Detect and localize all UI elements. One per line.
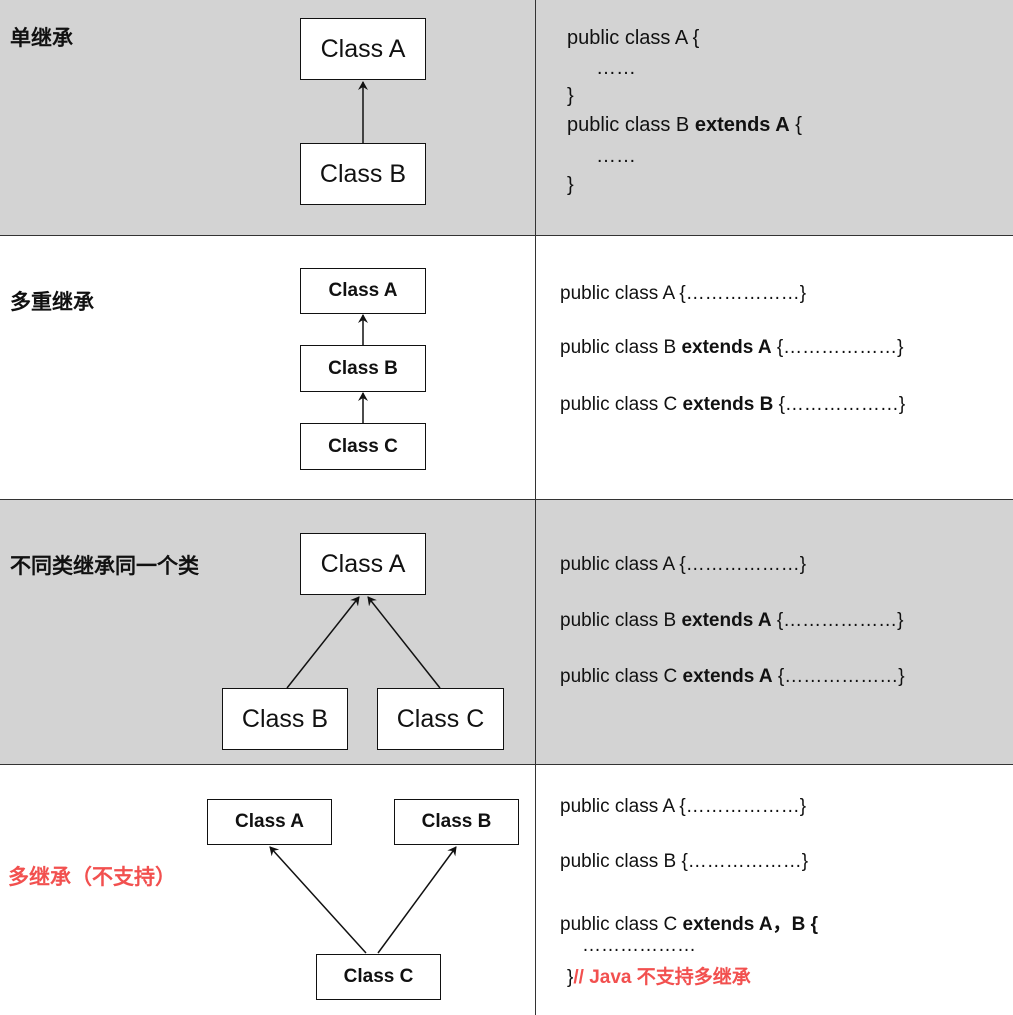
section-single-inheritance-bg: [0, 0, 1013, 236]
code-line: }: [567, 174, 574, 196]
code-line: ………………: [582, 935, 696, 956]
divider-3: [0, 764, 1013, 765]
section-hierarchical-inheritance-bg: [0, 500, 1013, 765]
code-line: public class A {………………}: [560, 554, 807, 575]
code-line: public class C extends A {………………}: [560, 666, 905, 687]
code-line: public class B extends A {………………}: [560, 337, 904, 358]
code-line: public class B extends A {………………}: [560, 610, 904, 631]
code-line: public class C extends A，B {: [560, 914, 818, 935]
code-line: ……: [596, 57, 636, 79]
section-title: 单继承: [10, 27, 73, 50]
java-comment: // Java 不支持多继承: [573, 967, 751, 988]
code-line: public class A {: [567, 27, 700, 49]
class-a-box: Class A: [207, 799, 332, 845]
column-divider: [535, 0, 536, 1015]
class-b-box: Class B: [222, 688, 348, 750]
class-c-box: Class C: [316, 954, 441, 1000]
section-multilevel-inheritance-bg: [0, 236, 1013, 500]
divider-1: [0, 235, 1013, 236]
section-title: 不同类继承同一个类: [10, 555, 199, 578]
class-b-box: Class B: [300, 143, 426, 205]
section-title: 多重继承: [10, 291, 94, 314]
class-b-box: Class B: [394, 799, 519, 845]
code-line: public class A {………………}: [560, 283, 807, 304]
section-title-unsupported: 多继承（不支持）: [8, 866, 176, 889]
class-a-box: Class A: [300, 268, 426, 314]
class-a-box: Class A: [300, 533, 426, 595]
code-line: public class B extends A {: [567, 114, 802, 136]
class-c-box: Class C: [300, 423, 426, 470]
class-b-box: Class B: [300, 345, 426, 392]
code-line: public class B {………………}: [560, 851, 809, 872]
class-a-box: Class A: [300, 18, 426, 80]
code-line: }// Java 不支持多继承: [567, 967, 751, 988]
code-line: }: [567, 85, 574, 107]
code-line: public class C extends B {………………}: [560, 394, 906, 415]
code-line: ……: [596, 145, 636, 167]
code-line: public class A {………………}: [560, 796, 807, 817]
class-c-box: Class C: [377, 688, 504, 750]
divider-2: [0, 499, 1013, 500]
